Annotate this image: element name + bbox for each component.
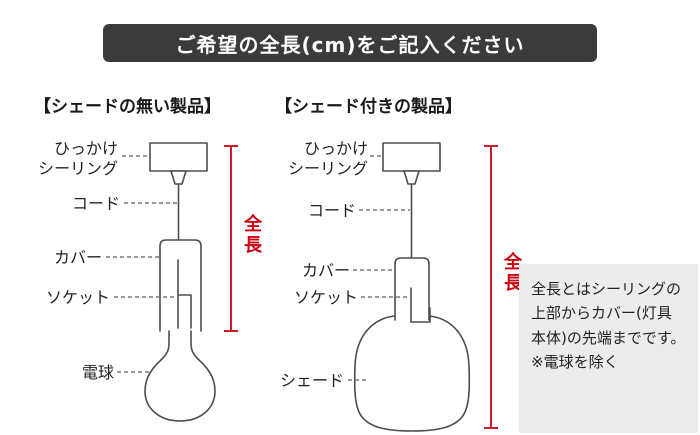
socket-cutaway-right [410, 287, 431, 323]
section-title-with-shade: 【シェード付きの製品】 [275, 97, 462, 117]
measure-line-left [224, 145, 238, 332]
cap-stem-left [170, 170, 187, 185]
label-cover-left: カバー [53, 248, 102, 267]
ceiling-cap-left [149, 142, 208, 172]
cover-body-left [159, 239, 202, 332]
label-cord-right: コード [307, 201, 356, 220]
cover-body-right [394, 257, 430, 321]
label-hook-ceiling-left-line2: シーリング [37, 159, 118, 178]
label-hook-ceiling-right-line2: シーリング [287, 159, 368, 178]
note-exclusion: ※電球を除く [531, 352, 619, 371]
bulb-outline-left [144, 330, 216, 422]
label-hook-ceiling-left: ひっかけ シーリング [28, 139, 118, 179]
label-cord-left: コード [71, 194, 120, 213]
section-title-without-shade: 【シェードの無い製品】 [34, 97, 221, 117]
label-hook-ceiling-right: ひっかけ シーリング [278, 139, 368, 179]
ceiling-cap-right [382, 142, 441, 172]
length-definition-note: 全長とはシーリングの上部からカバー(灯具本体)の先端までです。 ※電球を除く [519, 264, 698, 433]
label-hook-ceiling-right-line1: ひっかけ [303, 139, 368, 158]
shade-outline-right [353, 315, 471, 432]
measure-label-left: 全長 [241, 214, 262, 256]
banner-title: ご希望の全長(cm)をご記入ください [103, 24, 597, 62]
leader-lines-left [106, 155, 177, 373]
label-bulb-left: 電球 [81, 363, 114, 382]
label-shade-right: シェード [279, 371, 344, 390]
measure-label-right: 全長 [501, 252, 522, 294]
leader-lines-right [348, 155, 410, 381]
label-hook-ceiling-left-line1: ひっかけ [53, 139, 118, 158]
cap-stem-right [403, 170, 420, 185]
fixture-without-shade [144, 142, 216, 422]
socket-cutaway-left [177, 259, 192, 329]
label-cover-right: カバー [301, 261, 350, 280]
label-socket-left: ソケット [45, 288, 110, 307]
note-body: 全長とはシーリングの上部からカバー(灯具本体)の先端までです。 [531, 280, 686, 347]
fixture-with-shade [353, 142, 471, 432]
measure-line-right [484, 145, 498, 429]
label-socket-right: ソケット [293, 288, 358, 307]
